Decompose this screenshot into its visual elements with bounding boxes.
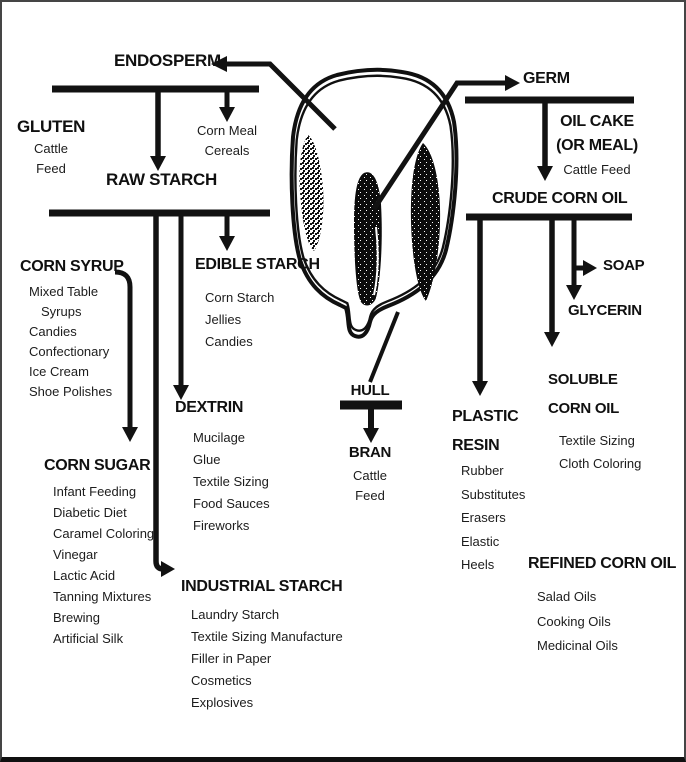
glycerin-label: GLYCERIN — [568, 302, 642, 319]
plastic-resin-products-list: Rubber Substitutes Erasers Elastic Heels — [461, 459, 525, 577]
hull-label: HULL — [350, 382, 390, 399]
list-item: Artificial Silk — [53, 631, 124, 646]
dextrin-products-list: Mucilage Glue Textile Sizing Food Sauces… — [193, 427, 270, 537]
crude-corn-oil-label: CRUDE CORN OIL — [492, 190, 628, 207]
list-item: Cattle — [34, 141, 68, 156]
list-item: Lactic Acid — [53, 568, 116, 583]
list-item: Candies — [205, 334, 253, 349]
refined-corn-oil-label: REFINED CORN OIL — [528, 555, 677, 572]
list-item: Shoe Polishes — [29, 384, 113, 399]
list-item: Textile Sizing — [559, 433, 635, 448]
raw-starch-label: RAW STARCH — [106, 170, 217, 189]
arrow-to-soluble-corn-oil — [544, 220, 560, 347]
list-item: Infant Feeding — [53, 484, 137, 499]
arrow-corn-syrup-to-corn-sugar — [114, 269, 138, 442]
list-item: Brewing — [53, 610, 100, 625]
list-item: Cosmetics — [191, 673, 252, 688]
list-item: Laundry Starch — [191, 607, 280, 622]
list-item: Explosives — [191, 695, 254, 710]
list-item: Caramel Coloring — [53, 526, 155, 541]
list-item: Textile Sizing — [193, 474, 269, 489]
edible-starch-label: EDIBLE STARCH — [195, 256, 320, 273]
arrow-to-crude-corn-oil — [537, 103, 553, 181]
arrow-to-plastic-resin — [472, 220, 488, 396]
arrow-to-edible-starch — [219, 216, 235, 251]
oil-cake-products-list: Cattle Feed — [551, 160, 643, 180]
list-item: Tanning Mixtures — [53, 589, 152, 604]
arrow-to-soap-and-glycerin — [566, 220, 597, 300]
soluble-corn-oil-label: SOLUBLE CORN OIL — [548, 371, 619, 417]
plastic-resin-label: PLASTIC RESIN — [452, 408, 519, 454]
bran-label: BRAN — [348, 444, 392, 461]
list-item: Medicinal Oils — [537, 638, 618, 653]
corn-sugar-label: CORN SUGAR — [44, 457, 151, 474]
soluble-corn-oil-products-list: Textile Sizing Cloth Coloring — [559, 429, 641, 475]
list-item: Cattle Feed — [563, 162, 631, 177]
arrow-to-industrial-starch — [153, 216, 175, 577]
list-item: Heels — [461, 557, 495, 572]
gluten-label: GLUTEN — [17, 117, 86, 136]
list-item: Substitutes — [461, 486, 526, 502]
list-item: Corn Starch — [205, 290, 275, 305]
list-item: Vinegar — [53, 547, 98, 562]
list-item: Salad Oils — [537, 589, 597, 604]
endosperm-label: ENDOSPERM — [114, 51, 221, 70]
list-item: Cloth Coloring — [559, 456, 642, 471]
corn-syrup-label: CORN SYRUP — [20, 258, 124, 275]
soap-label: SOAP — [603, 257, 645, 274]
kernel-right-endosperm-shading — [410, 143, 441, 301]
dextrin-label: DEXTRIN — [175, 399, 244, 416]
arrow-to-corn-meal — [219, 92, 235, 122]
germ-label: GERM — [523, 70, 570, 87]
list-item: Rubber — [461, 463, 504, 478]
oil-cake-label: OIL CAKE (OR MEAL) — [556, 113, 638, 154]
arrow-to-dextrin — [173, 216, 189, 400]
kernel-left-endosperm-shading — [299, 135, 324, 251]
list-item: Jellies — [205, 312, 242, 327]
corn-sugar-products-list: Infant Feeding Diabetic Diet Caramel Col… — [53, 481, 154, 649]
list-item: Feed — [36, 161, 66, 176]
list-item: Erasers — [461, 510, 506, 525]
list-item: Textile Sizing Manufacture — [191, 629, 343, 644]
refined-corn-oil-products-list: Salad Oils Cooking Oils Medicinal Oils — [537, 585, 618, 659]
list-item: Cereals — [204, 143, 250, 158]
edible-starch-products-list: Corn Starch Jellies Candies — [205, 287, 274, 353]
list-item: Confectionary — [29, 344, 110, 359]
list-item: Syrups — [41, 304, 82, 319]
list-item: Cattle — [353, 468, 387, 483]
list-item: Fireworks — [193, 518, 250, 533]
bran-products-list: Cattle Feed — [334, 466, 406, 506]
list-item: Corn Meal — [197, 123, 257, 138]
list-item: Mucilage — [193, 430, 246, 445]
industrial-starch-label: INDUSTRIAL STARCH — [181, 578, 343, 595]
list-item: Filler in Paper — [191, 651, 272, 666]
industrial-starch-products-list: Laundry Starch Textile Sizing Manufactur… — [191, 604, 343, 714]
list-item: Ice Cream — [29, 364, 89, 379]
hull-pointer-line — [368, 311, 400, 383]
list-item: Elastic — [461, 533, 500, 549]
germ-pointer-arrow — [371, 75, 520, 211]
list-item: Candies — [29, 324, 77, 339]
list-item: Cooking Oils — [537, 613, 611, 629]
corn-meal-products-list: Corn Meal Cereals — [190, 121, 264, 161]
list-item: Feed — [355, 488, 385, 503]
gluten-products-list: Cattle Feed — [12, 139, 90, 179]
endosperm-pointer-arrow — [211, 56, 337, 131]
corn-syrup-products-list: Mixed Table Syrups Candies Confectionary… — [29, 282, 112, 402]
list-item: Glue — [193, 452, 221, 467]
list-item: Mixed Table — [29, 284, 99, 299]
list-item: Food Sauces — [193, 496, 270, 511]
arrow-to-bran — [363, 405, 379, 443]
list-item: Diabetic Diet — [53, 505, 127, 520]
arrow-to-raw-starch — [150, 92, 166, 171]
